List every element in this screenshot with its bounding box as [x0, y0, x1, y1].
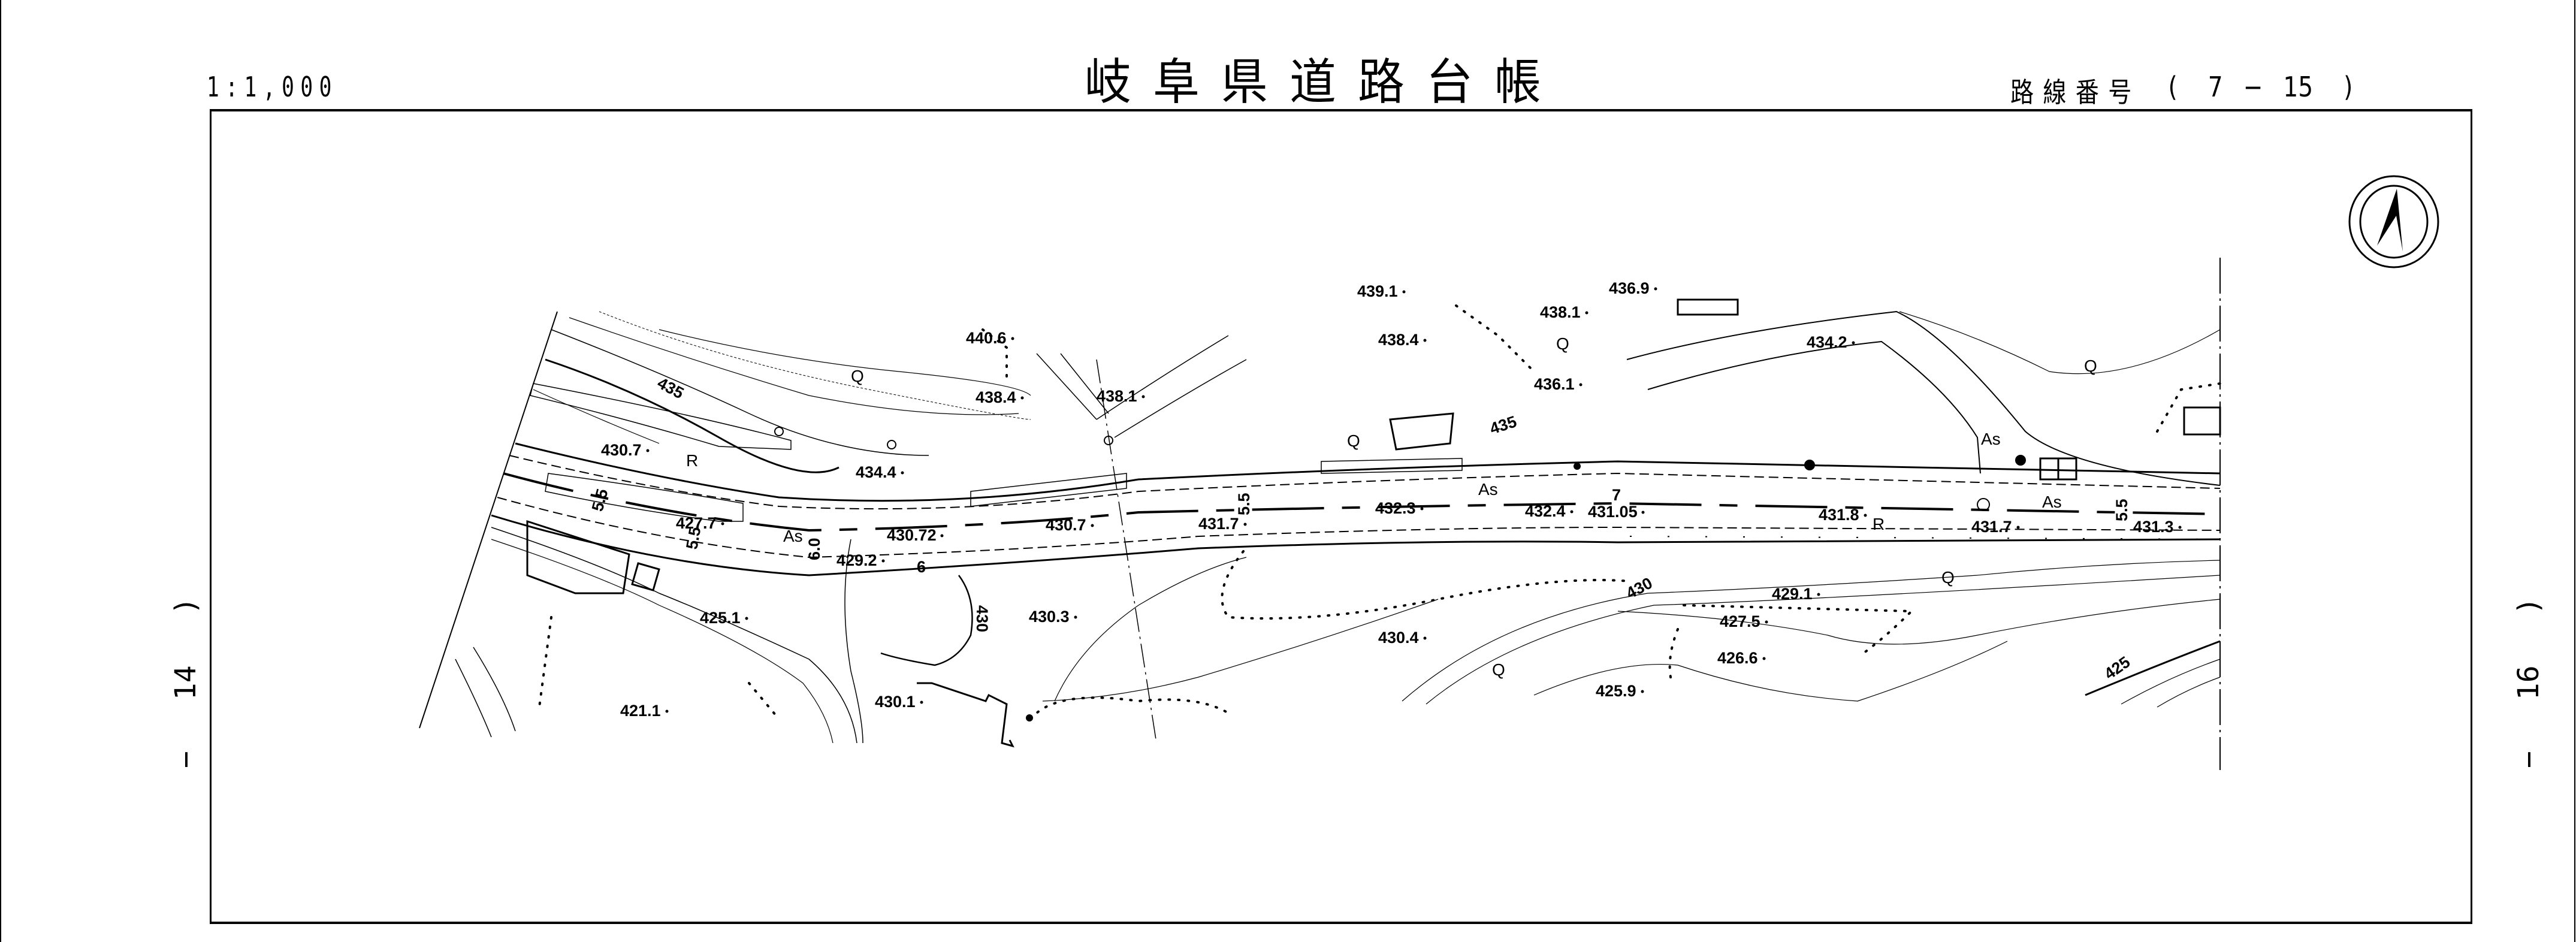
adjacent-right-prefix: − — [2512, 751, 2545, 768]
map-scale: 1:1,000 — [207, 71, 338, 103]
adjacent-right-close: ) — [2512, 597, 2545, 615]
adjacent-right-number: 16 — [2512, 665, 2545, 701]
page-edge-right — [2574, 0, 2575, 942]
adjacent-left-close: ) — [169, 597, 203, 615]
route-number-major: 7 — [2207, 71, 2223, 103]
route-close-paren: ) — [2344, 71, 2353, 103]
page-title: 岐阜県道路台帳 — [1085, 54, 1563, 111]
adjacent-sheet-right[interactable]: − 16 ) — [2512, 581, 2545, 785]
route-number: 路線番号 ( 7 − 15 ) — [2010, 71, 2373, 110]
page-edge-left — [0, 0, 1, 942]
route-number-label: 路線番号 — [2010, 76, 2141, 108]
route-separator: − — [2243, 71, 2263, 103]
adjacent-left-prefix: − — [169, 751, 203, 768]
route-number-minor: 15 — [2283, 71, 2314, 103]
north-arrow-icon — [2348, 175, 2439, 268]
adjacent-sheet-left[interactable]: − 14 ) — [169, 581, 203, 785]
route-open-paren: ( — [2168, 71, 2178, 103]
map-frame — [210, 109, 2472, 924]
adjacent-left-number: 14 — [169, 665, 203, 701]
